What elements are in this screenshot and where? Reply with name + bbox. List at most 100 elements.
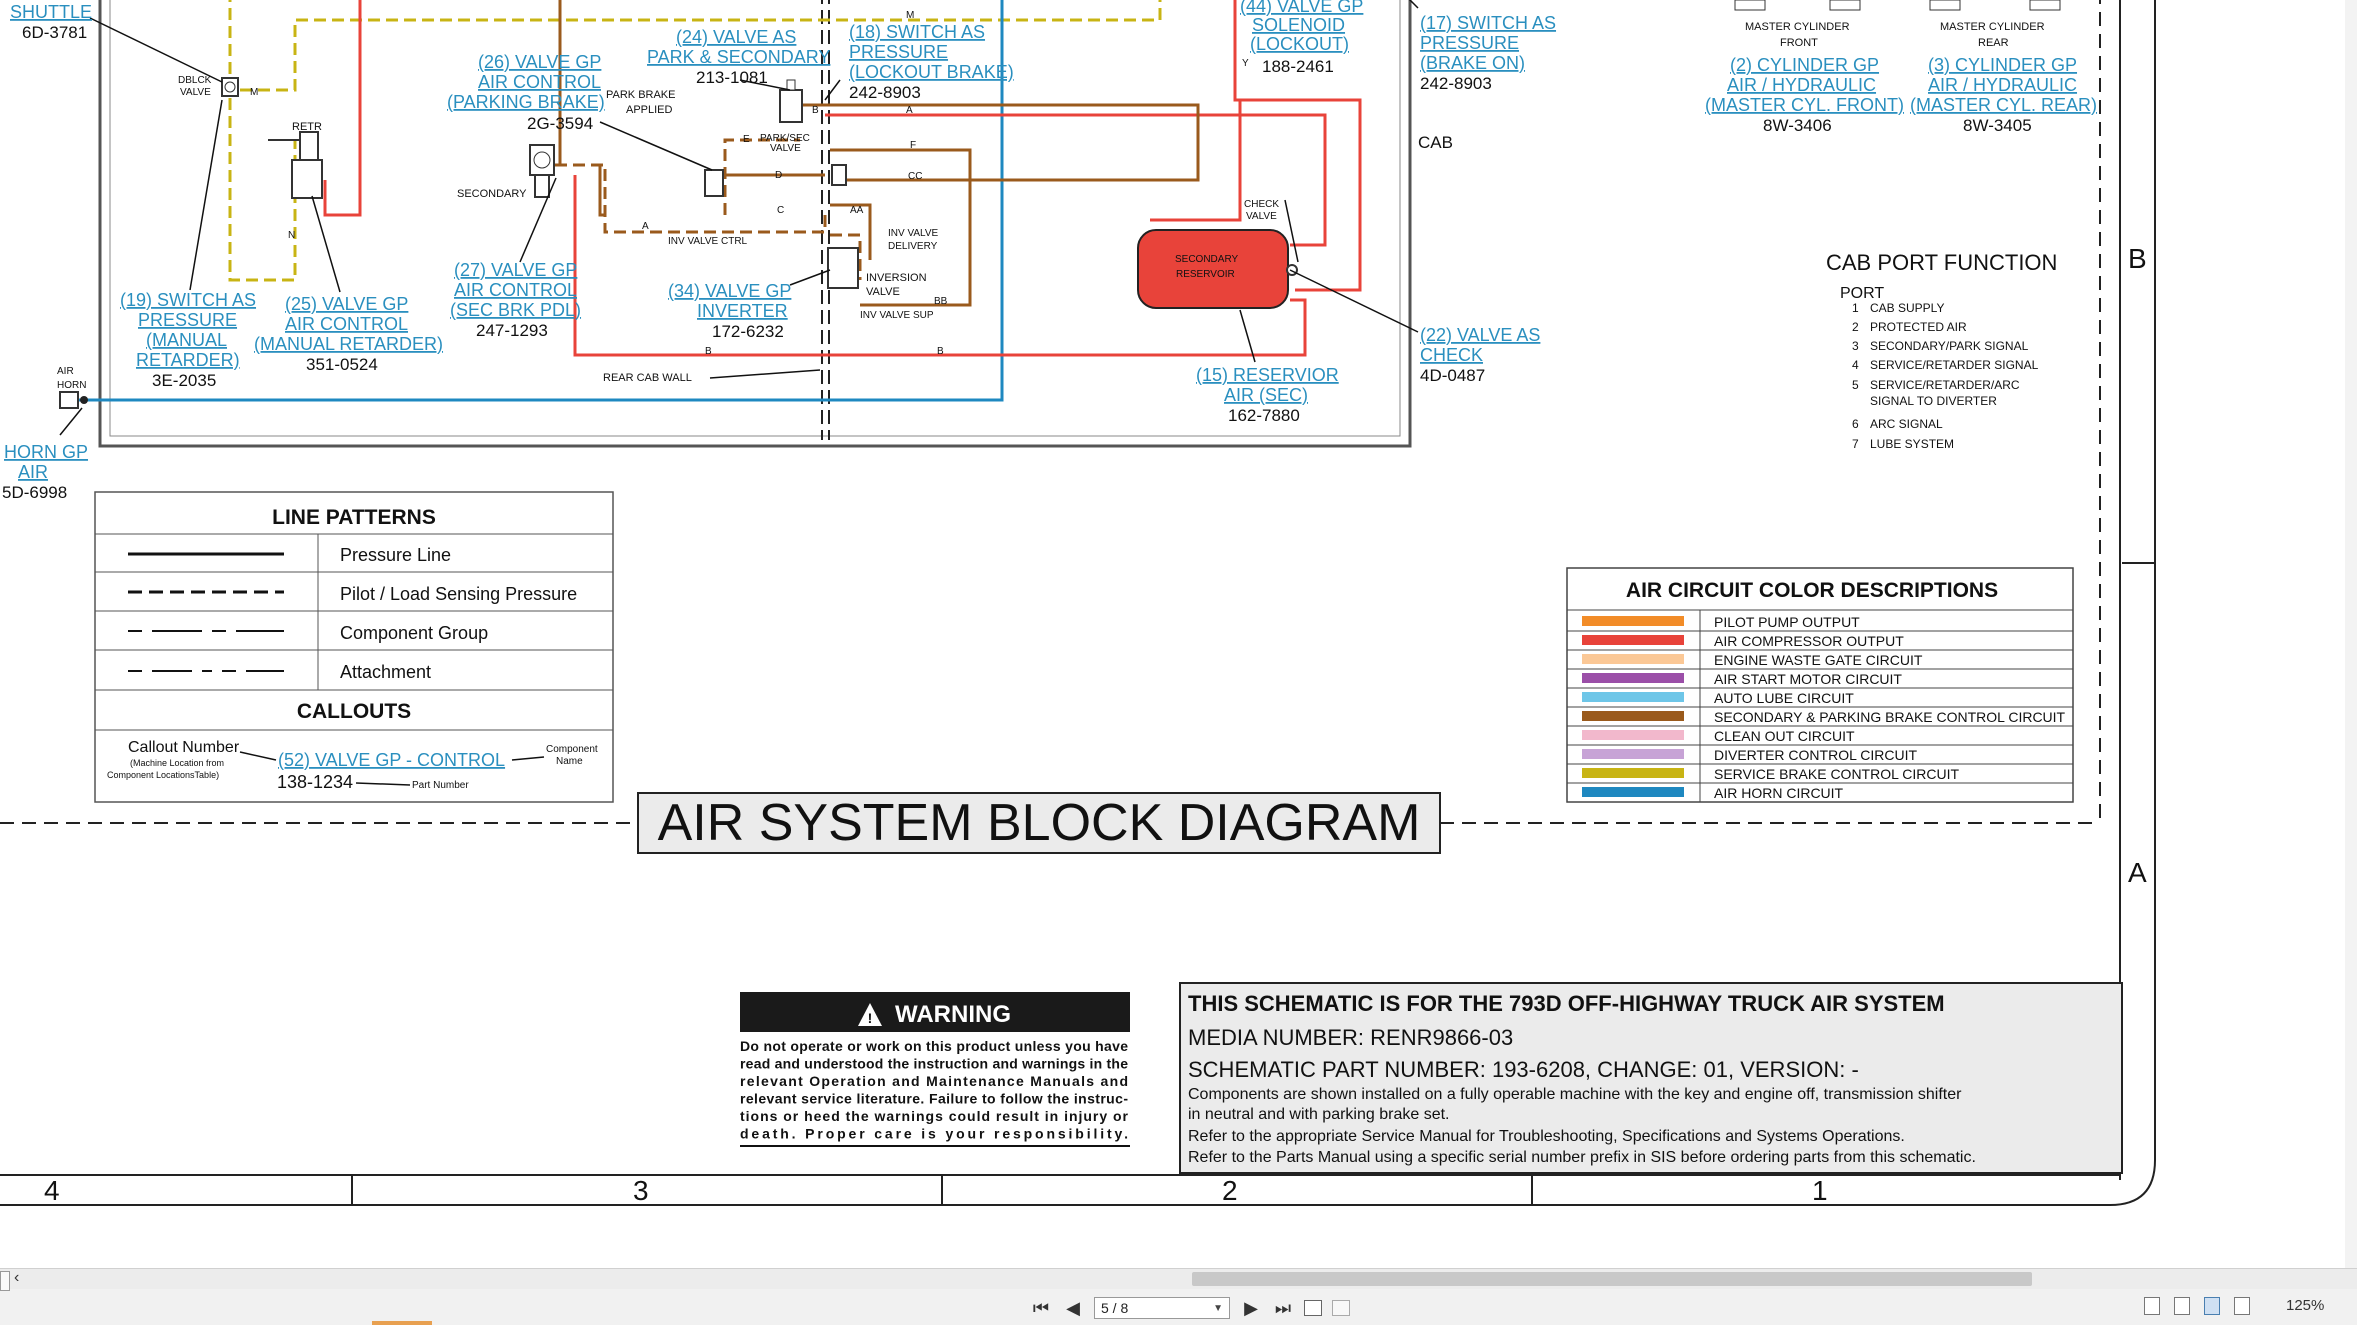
v26-link[interactable]: (26) VALVE GP: [478, 52, 601, 72]
v44-link[interactable]: (44) VALVE GP: [1240, 0, 1363, 16]
svg-text:AIR CONTROL[interactable]: AIR CONTROL: [454, 280, 577, 300]
document-view: SHUTTLE 6D-3781 DBLCK VALVE M (44) VALVE…: [0, 0, 2357, 1268]
line-patterns-legend: LINE PATTERNS Pressure Line Pilot / Load…: [94, 491, 614, 803]
svg-text:(MASTER CYL. REAR)[interactable]: (MASTER CYL. REAR): [1910, 95, 2097, 115]
scroll-edge: [0, 1271, 10, 1291]
cab-port-num: 1: [1852, 301, 1859, 315]
color-swatch: [1582, 787, 1684, 797]
svg-text:(MASTER CYL. FRONT)[interactable]: (MASTER CYL. FRONT): [1705, 95, 1904, 115]
svg-text:(MANUAL RETARDER)[interactable]: (MANUAL RETARDER): [254, 334, 443, 354]
svg-text:M: M: [250, 87, 258, 98]
v34-part: 172-6232: [712, 322, 784, 341]
svg-text:(BRAKE ON)[interactable]: (BRAKE ON): [1420, 53, 1525, 73]
svg-text:SOLENOID[interactable]: SOLENOID: [1252, 15, 1345, 35]
info-line-3: SCHEMATIC PART NUMBER: 193-6208, CHANGE:…: [1188, 1057, 1859, 1082]
s17-part: 242-8903: [1420, 74, 1492, 93]
svg-text:D: D: [775, 170, 782, 181]
last-page-icon[interactable]: ⏭: [1274, 1297, 1292, 1318]
chevron-down-icon: ▼: [1213, 1302, 1223, 1314]
svg-text:(LOCKOUT BRAKE)[interactable]: (LOCKOUT BRAKE): [849, 62, 1014, 82]
single-page-view-icon[interactable]: [2144, 1297, 2160, 1315]
s19-link[interactable]: (19) SWITCH AS: [120, 290, 256, 310]
svg-text:AIR[interactable]: AIR: [18, 462, 48, 482]
accent-bar: [372, 1321, 432, 1325]
svg-text:AIR CONTROL[interactable]: AIR CONTROL: [285, 314, 408, 334]
warning-text-line: death. Proper care is your responsibilit…: [740, 1126, 1128, 1142]
v25-link[interactable]: (25) VALVE GP: [285, 294, 408, 314]
svg-text:F: F: [910, 140, 916, 151]
svg-text:REAR: REAR: [1978, 37, 2009, 49]
svg-text:AIR (SEC)[interactable]: AIR (SEC): [1224, 385, 1308, 405]
zone-col-3: 3: [633, 1175, 649, 1206]
legend-pressure-line: Pressure Line: [340, 545, 451, 565]
svg-text:AIR CONTROL[interactable]: AIR CONTROL: [478, 72, 601, 92]
zone-a: A: [2128, 857, 2147, 888]
r15-link[interactable]: (15) RESERVIOR: [1196, 365, 1339, 385]
svg-text:B: B: [812, 105, 819, 116]
svg-text:RETARDER)[interactable]: RETARDER): [136, 350, 240, 370]
horn-link[interactable]: HORN GP: [4, 442, 88, 462]
svg-text:PARK & SECONDARY[interactable]: PARK & SECONDARY: [647, 47, 830, 67]
v26-part: 2G-3594: [527, 114, 593, 133]
svg-text:Callout Number: Callout Number: [128, 739, 240, 756]
cab-port-num: 5: [1852, 378, 1859, 392]
scroll-left-icon[interactable]: ‹: [14, 1269, 20, 1286]
two-page-view-icon[interactable]: [2204, 1297, 2220, 1315]
horizontal-scrollbar[interactable]: ‹: [0, 1269, 2357, 1291]
v22-link[interactable]: (22) VALVE AS: [1420, 325, 1540, 345]
next-page-icon[interactable]: ▶: [1244, 1297, 1258, 1318]
cab-port-item: SERVICE/RETARDER SIGNAL: [1870, 358, 2039, 372]
zoom-level[interactable]: 125%: [2286, 1297, 2325, 1314]
fit-width-icon[interactable]: [1332, 1300, 1350, 1316]
svg-text:AIR / HYDRAULIC[interactable]: AIR / HYDRAULIC: [1727, 75, 1876, 95]
svg-text:PRESSURE[interactable]: PRESSURE: [849, 42, 948, 62]
color-label: AUTO LUBE CIRCUIT: [1714, 690, 1854, 706]
svg-text:N: N: [288, 230, 295, 241]
c2-link[interactable]: (2) CYLINDER GP: [1730, 55, 1879, 75]
warning-text-line: relevant Operation and Maintenance Manua…: [740, 1073, 1128, 1089]
continuous-view-icon[interactable]: [2174, 1297, 2190, 1315]
color-label: SECONDARY & PARKING BRAKE CONTROL CIRCUI…: [1714, 709, 2066, 725]
svg-text:PRESSURE[interactable]: PRESSURE: [138, 310, 237, 330]
shuttle-link[interactable]: SHUTTLE: [10, 2, 92, 22]
svg-text:(PARKING BRAKE)[interactable]: (PARKING BRAKE): [447, 92, 605, 112]
air-circuit-color-legend: AIR CIRCUIT COLOR DESCRIPTIONS PILOT PUM…: [1566, 567, 2074, 803]
legend-pilot-line: Pilot / Load Sensing Pressure: [340, 584, 577, 604]
main-title: AIR SYSTEM BLOCK DIAGRAM: [658, 794, 1421, 852]
s17-link[interactable]: (17) SWITCH AS: [1420, 13, 1556, 33]
svg-text:CHECK[interactable]: CHECK: [1420, 345, 1483, 365]
c3-link[interactable]: (3) CYLINDER GP: [1928, 55, 2077, 75]
svg-text:(MANUAL[interactable]: (MANUAL: [146, 330, 227, 350]
svg-text:RESERVOIR: RESERVOIR: [1176, 269, 1235, 280]
warning-text-line: relevant service literature. Failure to …: [740, 1091, 1128, 1107]
legend-attachment: Attachment: [340, 662, 431, 682]
svg-text:AIR / HYDRAULIC[interactable]: AIR / HYDRAULIC: [1928, 75, 2077, 95]
first-page-icon[interactable]: ⏮: [1032, 1297, 1050, 1318]
fit-page-icon[interactable]: [1304, 1300, 1322, 1316]
svg-text:FRONT: FRONT: [1780, 37, 1818, 49]
prev-page-icon[interactable]: ◀: [1066, 1297, 1080, 1318]
cab-boundary: [98, 0, 1412, 448]
two-page-continuous-icon[interactable]: [2234, 1297, 2250, 1315]
v24-link[interactable]: (24) VALVE AS: [676, 27, 796, 47]
v34-link[interactable]: (34) VALVE GP: [668, 281, 791, 301]
svg-text:(SEC BRK PDL)[interactable]: (SEC BRK PDL): [450, 300, 581, 320]
s18-link[interactable]: (18) SWITCH AS: [849, 22, 985, 42]
svg-text:Part Number: Part Number: [412, 780, 469, 791]
horn-part: 5D-6998: [2, 483, 67, 502]
svg-text:(LOCKOUT)[interactable]: (LOCKOUT): [1250, 34, 1349, 54]
air-system-schematic: SHUTTLE 6D-3781 DBLCK VALVE M (44) VALVE…: [0, 0, 2357, 1268]
page-selector[interactable]: 5 / 8▼: [1094, 1297, 1230, 1319]
svg-text:HORN: HORN: [57, 380, 86, 391]
rear-cab-wall-label: REAR CAB WALL: [603, 372, 692, 384]
callout-example-link[interactable]: (52) VALVE GP - CONTROL: [278, 750, 505, 770]
c2-part: 8W-3406: [1763, 116, 1832, 135]
svg-text:PRESSURE[interactable]: PRESSURE: [1420, 33, 1519, 53]
svg-text:VALVE: VALVE: [180, 87, 211, 98]
svg-text:INVERTER[interactable]: INVERTER: [697, 301, 788, 321]
v27-link[interactable]: (27) VALVE GP: [454, 260, 577, 280]
svg-text:PARK BRAKE: PARK BRAKE: [606, 89, 676, 101]
scroll-thumb[interactable]: [1192, 1272, 2032, 1286]
cab-port-num: 4: [1852, 358, 1859, 372]
color-label: AIR HORN CIRCUIT: [1714, 785, 1844, 801]
